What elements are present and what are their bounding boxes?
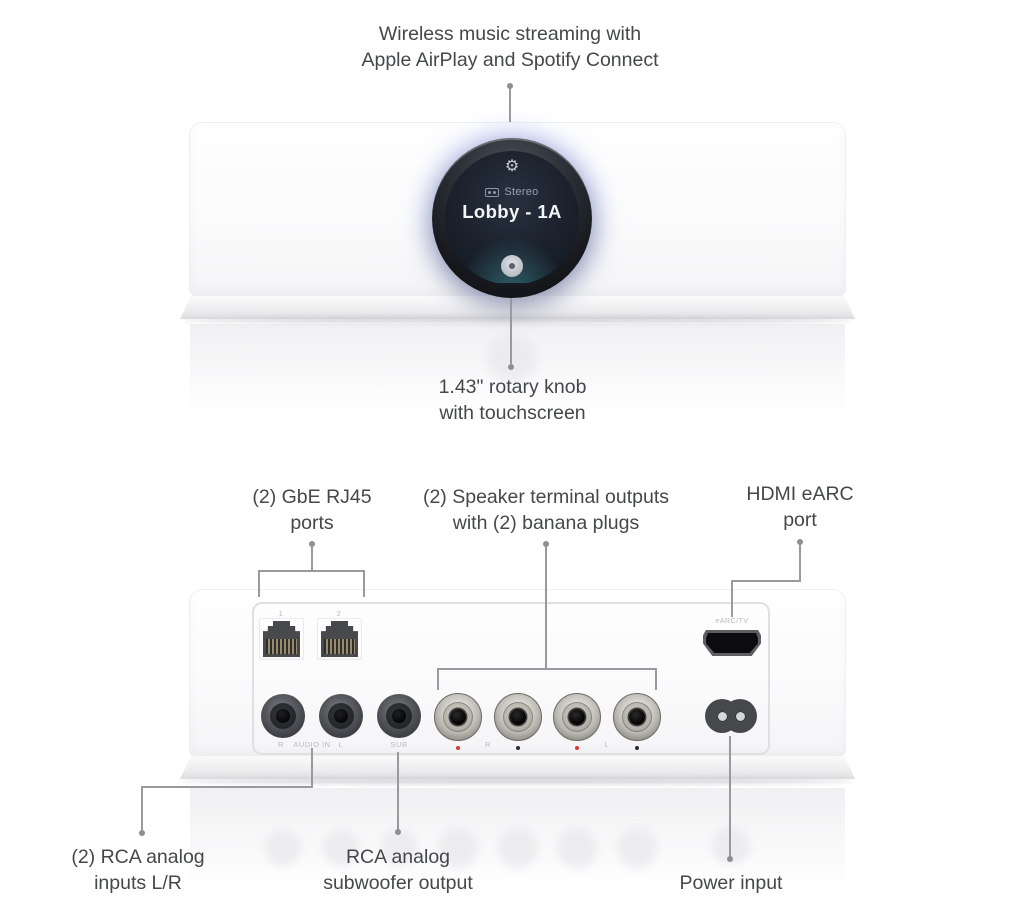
hdmi-socket	[706, 633, 758, 653]
power-pin-hole	[734, 710, 746, 722]
knob-touchscreen[interactable]: ⚙ Stereo Lobby - 1A	[445, 151, 579, 285]
callout-dot-sub	[395, 829, 401, 835]
callout-label-hdmi: HDMI eARC port	[746, 483, 854, 531]
output-mode-label: Stereo	[504, 186, 539, 198]
port-reflection-ghost	[553, 824, 601, 872]
rca-input-right-jack[interactable]	[261, 694, 305, 738]
port-reflection-ghost	[261, 826, 305, 870]
negative-terminal-dot	[635, 746, 639, 750]
rotary-knob[interactable]: ⚙ Stereo Lobby - 1A	[432, 138, 592, 298]
callout-line-hdmi-h	[731, 580, 801, 582]
zone-name: Lobby - 1A	[462, 201, 562, 222]
callout-dot-power	[727, 856, 733, 862]
audio-in-label: AUDIO IN	[293, 740, 331, 749]
callout-label-knob: 1.43" rotary knob with touchscreen	[438, 376, 587, 424]
power-inlet[interactable]	[705, 699, 757, 733]
rear-device-base	[180, 756, 855, 779]
subwoofer-label: SUB	[390, 740, 408, 749]
rj45-port-1[interactable]	[259, 618, 304, 660]
stereo-pair-icon	[485, 187, 500, 197]
rca-subwoofer-jack[interactable]	[377, 694, 421, 738]
rj45-connector	[263, 621, 300, 657]
callout-line-sub	[397, 752, 399, 831]
callout-label-rj45: (2) GbE RJ45 ports	[252, 486, 372, 534]
callout-label-power: Power input	[679, 872, 783, 894]
callout-line-hdmi-v2	[731, 580, 733, 617]
callout-dot-streaming	[507, 83, 513, 89]
port-reflection-ghost	[434, 824, 482, 872]
speaker-terminal-r-positive[interactable]	[434, 693, 482, 741]
callout-dot-hdmi	[797, 539, 803, 545]
rj45-port-2[interactable]	[317, 618, 362, 660]
callout-label-streaming: Wireless music streaming with Apple AirP…	[361, 23, 659, 71]
rca-input-left-jack[interactable]	[319, 694, 363, 738]
front-device-base	[180, 296, 855, 319]
callout-label-speaker: (2) Speaker terminal outputs with (2) ba…	[422, 486, 670, 534]
callout-leg-rj45-1	[258, 570, 260, 597]
callout-line-hdmi-v1	[799, 544, 801, 582]
rj45-port-1-number: 1	[278, 609, 284, 618]
callout-dot-rca	[139, 830, 145, 836]
rj45-pins	[324, 639, 355, 655]
gear-icon[interactable]: ⚙	[504, 158, 520, 175]
rca-left-label: L	[338, 740, 344, 749]
speaker-right-label: R	[485, 740, 491, 749]
callout-label-subwoofer: RCA analog subwoofer output	[323, 846, 473, 894]
port-reflection-ghost	[494, 824, 542, 872]
rj45-pins	[266, 639, 297, 655]
rear-port-panel	[252, 602, 770, 755]
callout-line-rca-h	[141, 786, 313, 788]
callout-label-rca-inputs: (2) RCA analog inputs L/R	[71, 846, 205, 894]
callout-bracket-rj45	[258, 570, 365, 572]
knob-reflection-ghost	[478, 332, 546, 384]
hdmi-earc-tv-label: eARC/TV	[715, 618, 749, 625]
port-reflection-ghost	[613, 824, 661, 872]
rca-right-label: R	[278, 740, 284, 749]
callout-dot-knob	[508, 364, 514, 370]
power-pin-hole	[716, 710, 728, 722]
callout-leg-rj45-2	[363, 570, 365, 597]
power-inlet-body	[720, 705, 742, 727]
speaker-terminal-l-positive[interactable]	[553, 693, 601, 741]
callout-leg-speaker-1	[437, 668, 439, 690]
speaker-terminal-r-negative[interactable]	[494, 693, 542, 741]
callout-line-rca-v2	[141, 786, 143, 832]
speaker-terminal-l-negative[interactable]	[613, 693, 661, 741]
port-reflection-ghost	[319, 826, 363, 870]
callout-leg-speaker-2	[655, 668, 657, 690]
output-mode-row: Stereo	[445, 186, 579, 198]
hdmi-earc-port[interactable]	[703, 630, 761, 656]
speaker-left-label: L	[604, 740, 610, 749]
rj45-port-2-number: 2	[336, 609, 342, 618]
callout-line-knob	[510, 298, 512, 364]
front-device-shadow	[182, 317, 853, 323]
callout-dot-rj45	[309, 541, 315, 547]
callout-line-rca-v1	[311, 748, 313, 788]
callout-line-streaming	[509, 88, 511, 122]
positive-terminal-dot	[575, 746, 579, 750]
rj45-connector	[321, 621, 358, 657]
callout-line-rj45	[311, 546, 313, 572]
callout-line-speaker	[545, 546, 547, 670]
rear-device-shadow	[182, 778, 853, 784]
callout-dot-speaker	[543, 541, 549, 547]
media-button-icon[interactable]	[501, 255, 523, 277]
callout-line-power	[729, 736, 731, 858]
positive-terminal-dot	[456, 746, 460, 750]
negative-terminal-dot	[516, 746, 520, 750]
callout-bracket-speaker	[437, 668, 657, 670]
